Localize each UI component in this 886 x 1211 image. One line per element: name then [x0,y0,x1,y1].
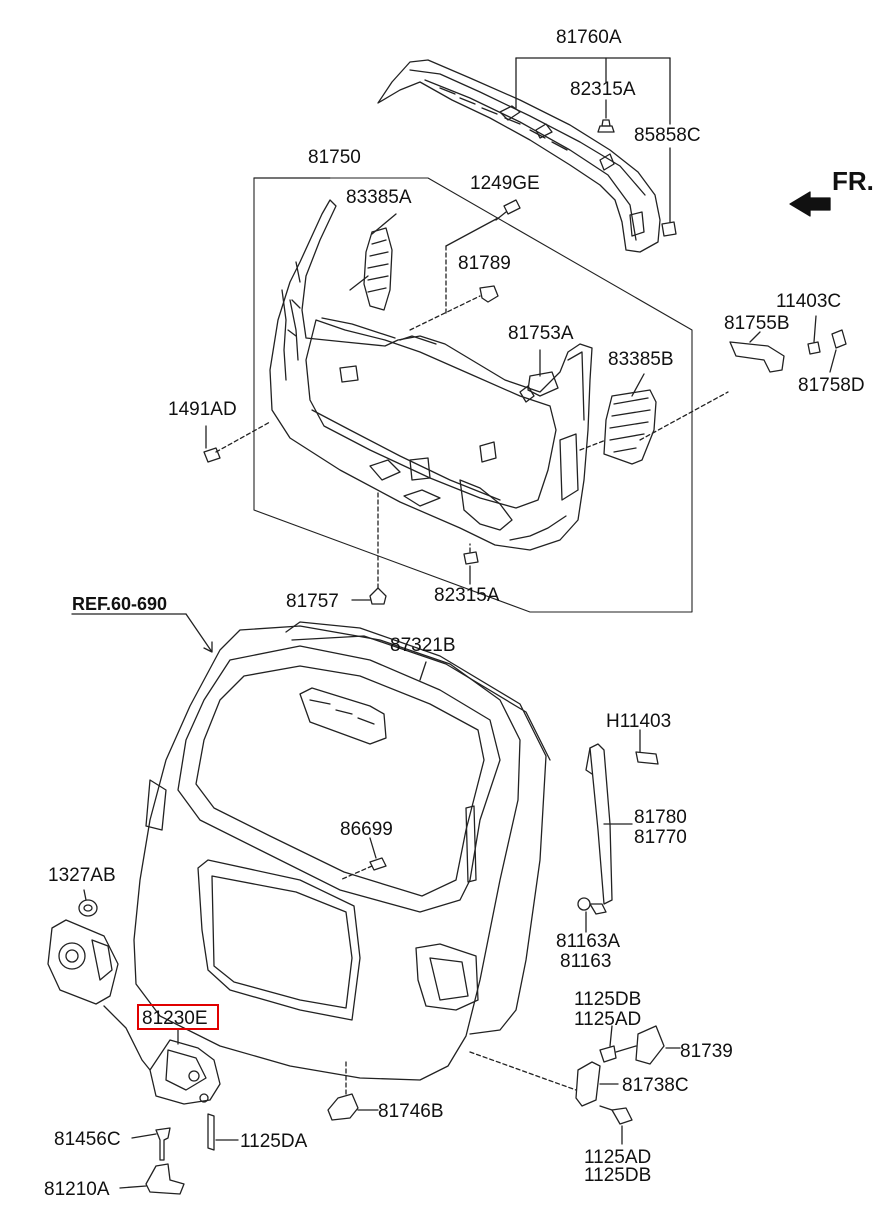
front-direction-label: FR. [832,166,874,196]
plug-81757 [351,491,387,605]
clip-82315A-top [597,119,615,133]
label-11403C: 11403C [776,291,842,312]
label-82315A-top: 82315A [570,79,636,100]
front-arrow-icon [789,191,831,217]
label-81760A: 81760A [556,27,622,48]
bracket-83385A [363,227,393,311]
bracket-83385B [603,389,657,465]
group-outline-81750 [253,177,693,613]
label-82315A-bottom: 82315A [434,585,500,606]
tailgate-panel [133,625,521,1081]
label-81758D: 81758D [798,375,865,396]
label-87321B: 87321B [390,635,456,656]
clip-81789 [479,285,499,303]
actuator-assembly [47,919,151,1071]
clip-82315A-bottom [463,543,479,585]
label-81163A: 81163A [556,931,621,952]
label-1125AD-bottom: 1125AD [584,1147,652,1168]
label-81456C: 81456C [54,1129,121,1150]
label-81780: 81780 [634,807,687,828]
label-1125DB-top: 1125DB [574,989,642,1010]
label-86699: 86699 [340,819,393,840]
label-81738C: 81738C [622,1075,689,1096]
clip-81456C [131,1127,171,1161]
bracket-81210A [119,1163,185,1195]
label-81757: 81757 [286,591,339,612]
label-83385B: 83385B [608,349,674,370]
bolt-1125AD-top [599,1025,637,1063]
bolt-86699 [339,837,387,881]
label-81753A: 81753A [508,323,574,344]
reference-label: REF.60-690 [72,594,168,614]
clip-1491AD [203,421,271,463]
gas-strut-81780 [585,743,633,905]
label-81789: 81789 [458,253,511,274]
label-1249GE: 1249GE [470,173,540,194]
label-1125DA: 1125DA [240,1131,308,1152]
screw-1125DA [207,1113,239,1151]
label-1327AB: 1327AB [48,865,116,886]
label-83385A: 83385A [346,187,412,208]
bolt-11403C [807,315,821,355]
cap-81758D [831,329,847,349]
label-1125DB-bottom: 1125DB [584,1165,652,1186]
ball-stud-81163A [577,897,607,933]
bolt-H11403 [635,729,659,765]
label-1491AD: 1491AD [168,399,237,420]
spoiler-trim-81760A [377,59,661,253]
label-81755B: 81755B [724,313,790,334]
label-81750: 81750 [308,147,361,168]
trim-panel-81750 [269,199,593,551]
label-81770: 81770 [634,827,687,848]
leader-lines-top [515,57,671,223]
bracket-81739 [635,1025,681,1065]
bracket-81753A [527,371,559,397]
label-81163: 81163 [560,951,612,972]
ref-arrow-icon [185,613,213,653]
label-81210A: 81210A [44,1179,110,1200]
label-81230E: 81230E [142,1008,208,1029]
label-81746B: 81746B [378,1101,444,1122]
label-H11403: H11403 [606,711,672,732]
latch-81230E [149,1029,221,1105]
grommet-1327AB [78,889,98,917]
highlighted-part-box[interactable]: 81230E [137,1004,219,1030]
label-1125AD-top: 1125AD [574,1009,642,1030]
label-81739: 81739 [680,1041,733,1062]
pad-85858C [661,221,677,237]
grip-handle-81755B [639,331,785,441]
striker-81738C [469,1051,619,1107]
weatherstrip-87321B [285,621,551,1035]
label-85858C: 85858C [634,125,701,146]
bumper-81746B [327,1059,379,1121]
bolt-1125AD-bottom [599,1105,633,1145]
bolt-1249GE [495,199,521,221]
